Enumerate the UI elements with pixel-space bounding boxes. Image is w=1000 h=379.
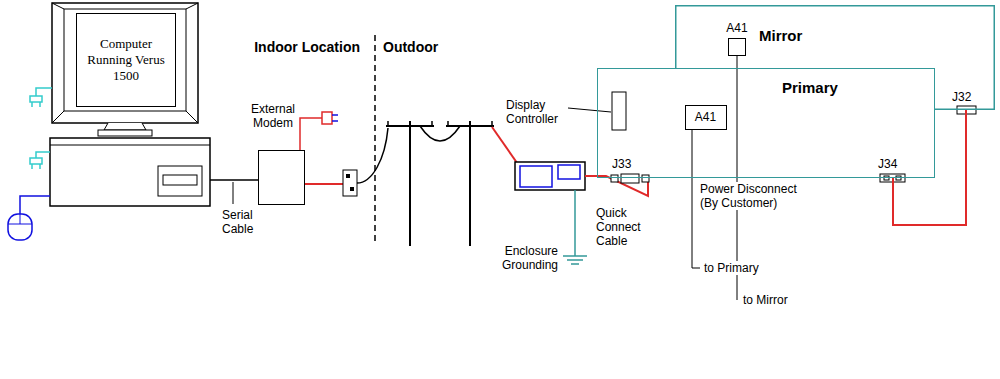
plug-prong [31, 102, 33, 107]
cable-connector [893, 110, 966, 225]
pole-crossbar [386, 125, 434, 127]
connector-label: J33 [612, 157, 644, 171]
power-plug [30, 158, 42, 164]
power-cord [36, 152, 50, 158]
plug-prong [39, 164, 41, 169]
pole-insulator [491, 121, 493, 126]
wall-jack [343, 170, 357, 196]
connector-j33 [621, 174, 639, 183]
modem-box: External Modem [258, 150, 305, 205]
disconnect-switch: A41 [728, 38, 746, 56]
lead-label: to Primary [702, 261, 774, 275]
pole-insulator [387, 121, 389, 126]
pole-insulator [431, 121, 433, 126]
mouse [8, 214, 32, 240]
cable-label: Serial Cable [222, 208, 267, 236]
enclosure-module [558, 165, 580, 179]
serial-cable [210, 179, 258, 181]
ground-symbol [571, 263, 579, 265]
label-anchor: to Primary [702, 261, 774, 275]
bezel-edge [52, 3, 64, 9]
label-anchor: J32 [952, 90, 984, 104]
divider-line [374, 35, 376, 245]
connector-j33 [642, 175, 649, 182]
pole-insulator [447, 121, 449, 126]
label-anchor: Quick Connect Cable [596, 206, 646, 248]
label-anchor: Enclosure Grounding [490, 244, 558, 272]
connector-label: J34 [878, 157, 910, 171]
power-plug [322, 112, 332, 124]
node-text: A41 [718, 21, 756, 35]
enclosure-module [520, 166, 552, 187]
node-text: A41 [695, 110, 716, 124]
label-anchor: Display Controller [506, 98, 566, 126]
pole-crossbar [446, 125, 494, 127]
power-cord [36, 88, 52, 96]
part-label: Display Controller [506, 98, 566, 126]
plug-prong [31, 164, 33, 169]
connector-label: J32 [952, 90, 984, 104]
leader-line [568, 108, 611, 112]
region-label: Indoor Location [240, 40, 360, 54]
plug-prong [332, 120, 338, 122]
jack-socket [346, 174, 350, 178]
disconnect-switch: A41 [685, 105, 727, 130]
plug-prong [332, 114, 338, 116]
connector-pin [884, 176, 889, 180]
leader-line [233, 182, 234, 204]
connector-j33 [611, 175, 618, 182]
ground-symbol [563, 255, 587, 257]
mouse-button [20, 214, 21, 224]
telephone-pole [469, 121, 471, 246]
label-anchor: Outdoor [383, 40, 463, 54]
label-anchor: Power Disconnect (By Customer) [698, 182, 810, 210]
bezel-edge [52, 111, 64, 123]
label-anchor: Serial Cable [222, 208, 267, 236]
bezel-edge [186, 111, 198, 123]
display-controller [612, 92, 626, 130]
mouse-cord [20, 196, 50, 214]
drive-slot [163, 175, 197, 185]
computer-case [50, 138, 210, 206]
phone-cable [305, 183, 343, 185]
case-edge [50, 145, 210, 146]
node-text: External Modem [245, 102, 301, 130]
monitor-frame [52, 3, 198, 123]
connector-pin [896, 176, 901, 180]
drive-bay [158, 166, 202, 196]
ground-symbol [567, 259, 583, 261]
phone-line [420, 126, 460, 141]
region-label: Outdoor [383, 40, 463, 54]
node-text: Mirror [759, 27, 1000, 44]
monitor-screen: Computer Running Verus 1500 [76, 13, 176, 107]
monitor-foot [98, 130, 152, 136]
node-text: Computer Running Verus 1500 [77, 36, 175, 84]
power-plug [30, 96, 42, 102]
monitor-bezel [64, 9, 186, 111]
label-anchor: to Mirror [743, 293, 813, 307]
part-label: Enclosure Grounding [490, 244, 558, 272]
label-anchor: Indoor Location [240, 40, 360, 54]
power-cord [300, 118, 322, 150]
bezel-edge [186, 3, 198, 9]
monitor-stand [104, 123, 146, 130]
label-anchor: J34 [878, 157, 910, 171]
label-anchor: J33 [612, 157, 644, 171]
phone-line [357, 128, 388, 183]
telephone-pole [409, 121, 411, 246]
part-label: Power Disconnect (By Customer) [698, 182, 810, 210]
jack-socket [350, 187, 354, 191]
enclosure [515, 162, 585, 190]
cable-label: Quick Connect Cable [596, 206, 646, 248]
ground-wire [574, 190, 576, 256]
plug-prong [39, 102, 41, 107]
lead-label: to Mirror [743, 293, 813, 307]
